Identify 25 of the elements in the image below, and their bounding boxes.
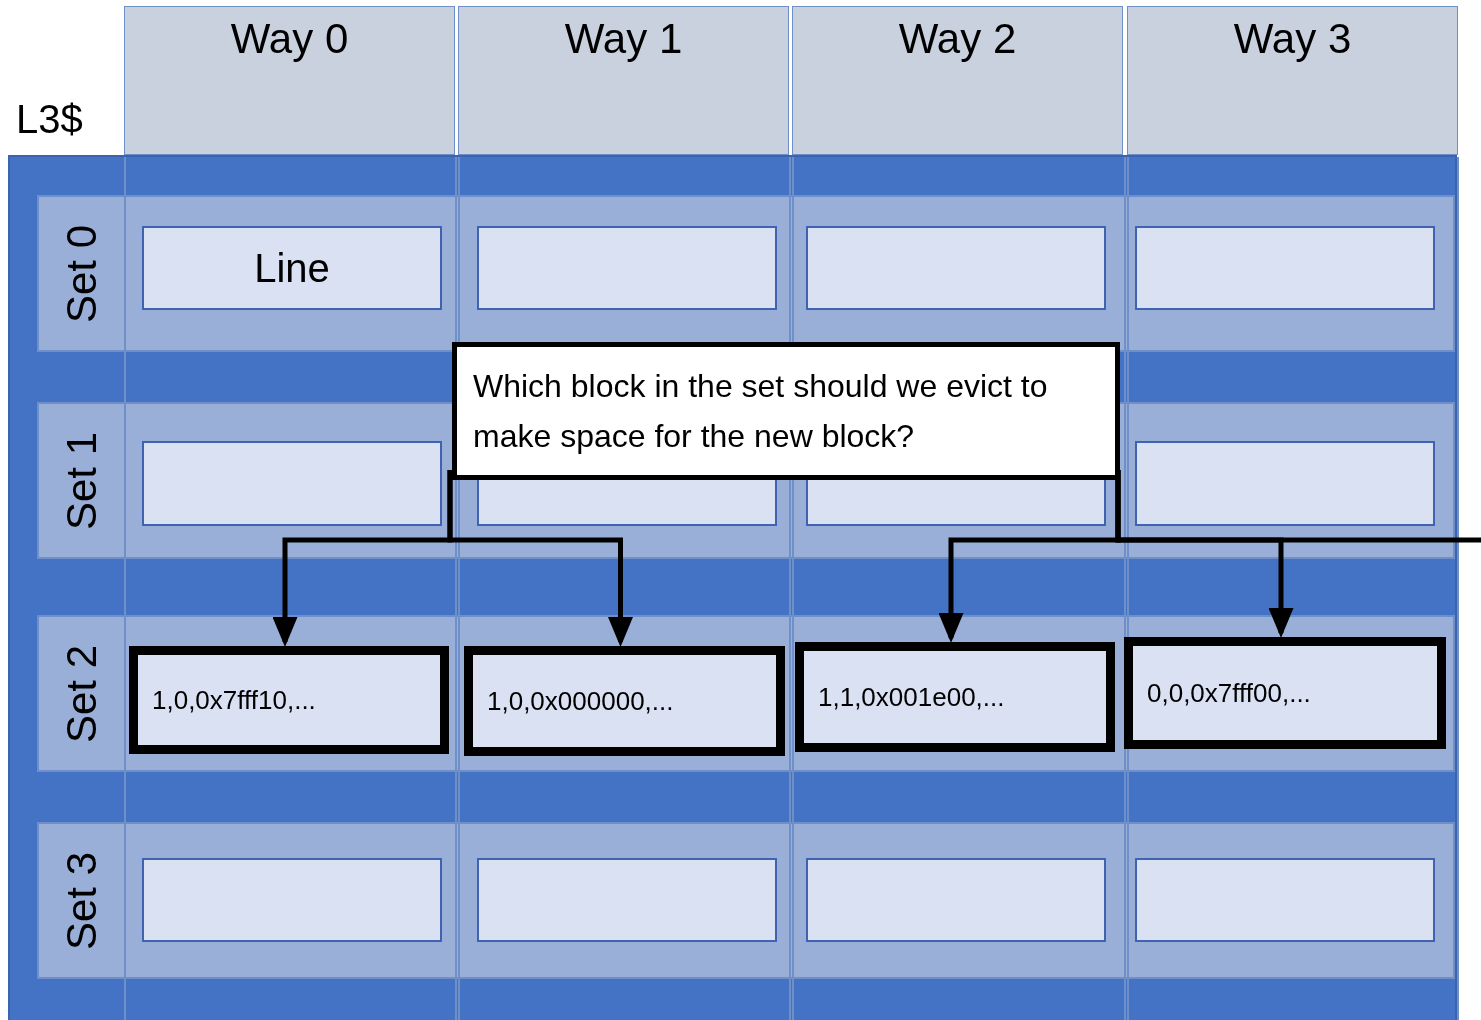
row-label: Set 2 xyxy=(57,644,106,743)
connector-line xyxy=(1115,470,1481,543)
line-text: 1,0,0x000000,... xyxy=(487,685,674,717)
set-row xyxy=(37,615,1455,772)
line-text: 0,0,0x7fff00,... xyxy=(1147,677,1311,709)
column-heading: Way 0 xyxy=(229,15,350,63)
column-heading: Way 1 xyxy=(563,15,684,63)
callout-tooltip xyxy=(452,342,1120,480)
line-text: Line xyxy=(253,245,331,291)
row-label: Set 1 xyxy=(57,431,106,530)
set-row xyxy=(37,822,1455,979)
set-row xyxy=(37,195,1455,352)
way-column-header xyxy=(1127,6,1458,155)
cache-label: L3$ xyxy=(16,97,83,142)
callout-text: Which block in the set should we evict to make space for the new block? xyxy=(473,367,1049,456)
row-label: Set 3 xyxy=(57,851,106,950)
way-column-header xyxy=(124,6,455,155)
line-text: 1,1,0x001e00,... xyxy=(818,681,1005,713)
arrow xyxy=(447,470,633,647)
way-column-header xyxy=(792,6,1123,155)
column-heading: Way 3 xyxy=(1232,15,1353,63)
row-label: Set 0 xyxy=(57,224,106,323)
way-column-header xyxy=(458,6,789,155)
column-heading: Way 2 xyxy=(897,15,1018,63)
line-text: 1,0,0x7fff10,... xyxy=(152,684,316,716)
